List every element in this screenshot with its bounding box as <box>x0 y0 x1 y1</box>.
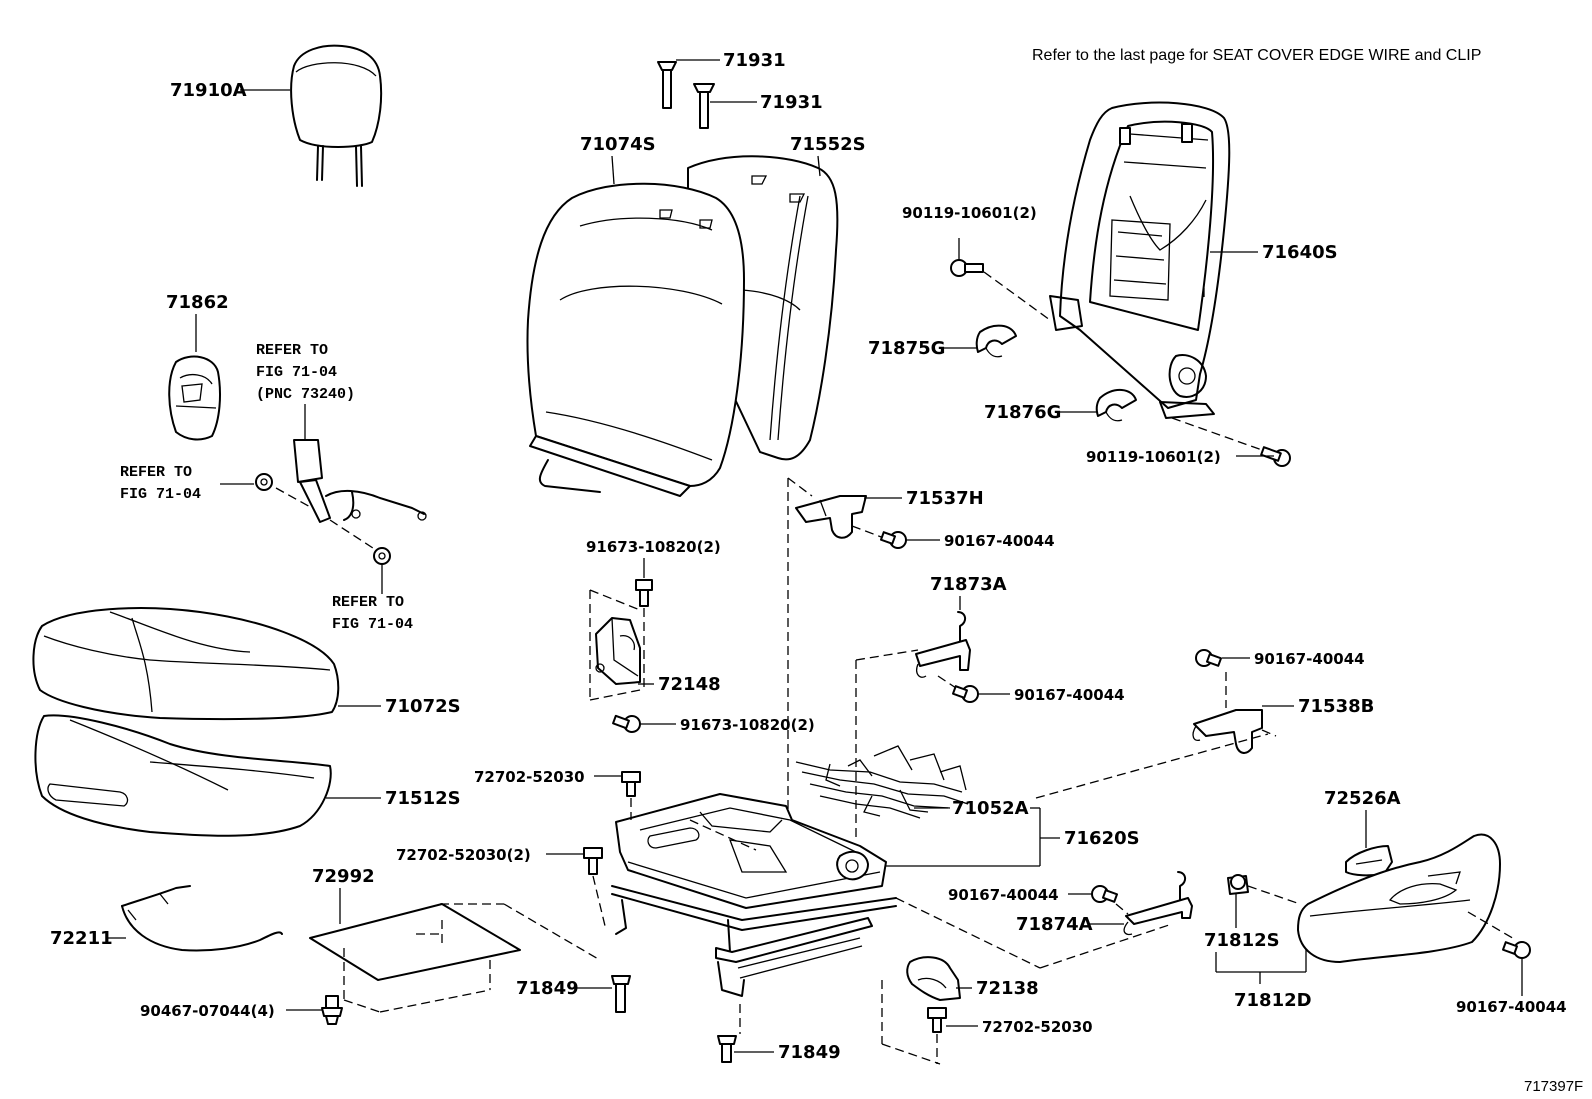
bolt-90119-upper-drawing <box>950 238 1051 321</box>
pin-71849-a-drawing <box>611 975 631 1013</box>
label-71931-upper: 71931 <box>723 50 786 71</box>
label-71931-lower: 71931 <box>760 92 823 113</box>
bracket-72148-drawing <box>589 589 641 701</box>
label-71910A: 71910A <box>170 80 247 101</box>
bolt-91673-a-drawing <box>635 558 653 690</box>
label-71552S: 71552S <box>790 134 866 155</box>
seat-cushion-cover-drawing <box>32 607 340 721</box>
label-91673-10820-a: 91673-10820(2) <box>586 538 721 556</box>
ref-left-line1: REFER TO <box>120 464 192 481</box>
screw-90167-d-drawing <box>1091 885 1129 915</box>
label-90167-40044-b: 90167-40044 <box>1014 686 1125 704</box>
lever-72526A-drawing <box>1345 845 1393 877</box>
screw-90167-c-drawing <box>1195 649 1227 708</box>
label-71812D: 71812D <box>1234 990 1312 1011</box>
label-72992: 72992 <box>312 866 375 887</box>
plate-72992-drawing <box>309 903 601 1013</box>
label-72702-52030-a: 72702-52030 <box>474 768 585 786</box>
cover-71875G-drawing <box>975 324 1017 358</box>
bolt-91673-b-drawing <box>612 714 641 733</box>
label-90167-40044-e: 90167-40044 <box>1456 998 1567 1016</box>
label-72148: 72148 <box>658 674 721 695</box>
hook-71873A-drawing <box>855 611 971 840</box>
label-72211: 72211 <box>50 928 113 949</box>
ref-pnc-line3: (PNC 73240) <box>256 386 355 403</box>
label-90119-10601-upper: 90119-10601(2) <box>902 204 1037 222</box>
header-note: Refer to the last page for SEAT COVER ED… <box>1032 47 1481 64</box>
label-71072S: 71072S <box>385 696 461 717</box>
label-71862: 71862 <box>166 292 229 313</box>
label-72138: 72138 <box>976 978 1039 999</box>
label-90119-10601-lower: 90119-10601(2) <box>1086 448 1221 466</box>
dash-track-right <box>895 897 1041 969</box>
ref-bottom-line2: FIG 71-04 <box>332 616 413 633</box>
side-shield-drawing <box>1297 833 1517 963</box>
screw-90167-a-drawing <box>879 531 907 549</box>
bolt-72702-c-drawing <box>927 1007 947 1064</box>
label-90167-40044-a: 90167-40044 <box>944 532 1055 550</box>
label-71875G: 71875G <box>868 338 945 359</box>
seatback-cover-drawing <box>526 182 745 497</box>
cover-71876G-drawing <box>1095 389 1137 422</box>
nut-left-drawing <box>255 473 273 491</box>
leader-71620S-bracket <box>870 807 1060 867</box>
label-71052A: 71052A <box>952 798 1029 819</box>
ref-left-line2: FIG 71-04 <box>120 486 201 503</box>
label-72702-52030-b: 72702-52030(2) <box>396 846 531 864</box>
label-71512S: 71512S <box>385 788 461 809</box>
pin-71849-b-drawing <box>717 1035 737 1063</box>
leader-71552S <box>817 155 821 177</box>
dash-seatback-to-bracket <box>787 477 813 497</box>
bolt-90119-lower-drawing <box>1171 417 1291 467</box>
clip-90467-drawing <box>321 995 343 1025</box>
label-72702-52030-c: 72702-52030 <box>982 1018 1093 1036</box>
screw-90167-e-drawing <box>1501 941 1531 996</box>
dash-frame-to-71538B <box>1035 733 1269 799</box>
label-71874A: 71874A <box>1016 914 1093 935</box>
label-71640S: 71640S <box>1262 242 1338 263</box>
knob-71812S-drawing <box>1227 874 1301 905</box>
nut-bottom-drawing <box>373 547 391 594</box>
seat-belt-buckle-drawing <box>275 404 427 551</box>
headrest-drawing <box>290 44 383 187</box>
headrest-guide-drawing <box>657 61 715 129</box>
leader-71074S <box>611 155 615 185</box>
wire-72211-drawing <box>121 885 283 952</box>
label-71812S: 71812S <box>1204 930 1280 951</box>
bracket-71538B-drawing <box>1192 709 1277 754</box>
label-71538B: 71538B <box>1298 696 1374 717</box>
seat-spring-drawing <box>795 745 969 819</box>
seat-track-adjuster-drawing <box>611 793 897 1034</box>
label-72526A: 72526A <box>1324 788 1401 809</box>
label-71537H: 71537H <box>906 488 984 509</box>
label-71849-b: 71849 <box>778 1042 841 1063</box>
ref-bottom-line1: REFER TO <box>332 594 404 611</box>
hook-71874A-drawing <box>1039 871 1193 969</box>
screw-90167-b-drawing <box>951 685 979 703</box>
label-71074S: 71074S <box>580 134 656 155</box>
cover-72138-drawing <box>906 956 961 1001</box>
label-71849-a: 71849 <box>516 978 579 999</box>
seat-cushion-pad-drawing <box>34 714 332 837</box>
bracket-71537H-drawing <box>795 495 885 539</box>
label-71876G: 71876G <box>984 402 1061 423</box>
dash-track-bottom <box>881 1043 941 1065</box>
label-90167-40044-d: 90167-40044 <box>948 886 1059 904</box>
ref-pnc-line2: FIG 71-04 <box>256 364 337 381</box>
label-90167-40044-c: 90167-40044 <box>1254 650 1365 668</box>
label-91673-10820-b: 91673-10820(2) <box>680 716 815 734</box>
shield-71862-drawing <box>168 355 221 441</box>
label-90467-07044: 90467-07044(4) <box>140 1002 275 1020</box>
bolt-72702-a-drawing <box>621 771 641 820</box>
label-71873A: 71873A <box>930 574 1007 595</box>
figure-id: 717397F <box>1524 1078 1583 1095</box>
label-71620S: 71620S <box>1064 828 1140 849</box>
ref-pnc-line1: REFER TO <box>256 342 328 359</box>
seatback-frame-drawing <box>1049 101 1231 419</box>
bolt-72702-b-drawing <box>583 847 607 931</box>
